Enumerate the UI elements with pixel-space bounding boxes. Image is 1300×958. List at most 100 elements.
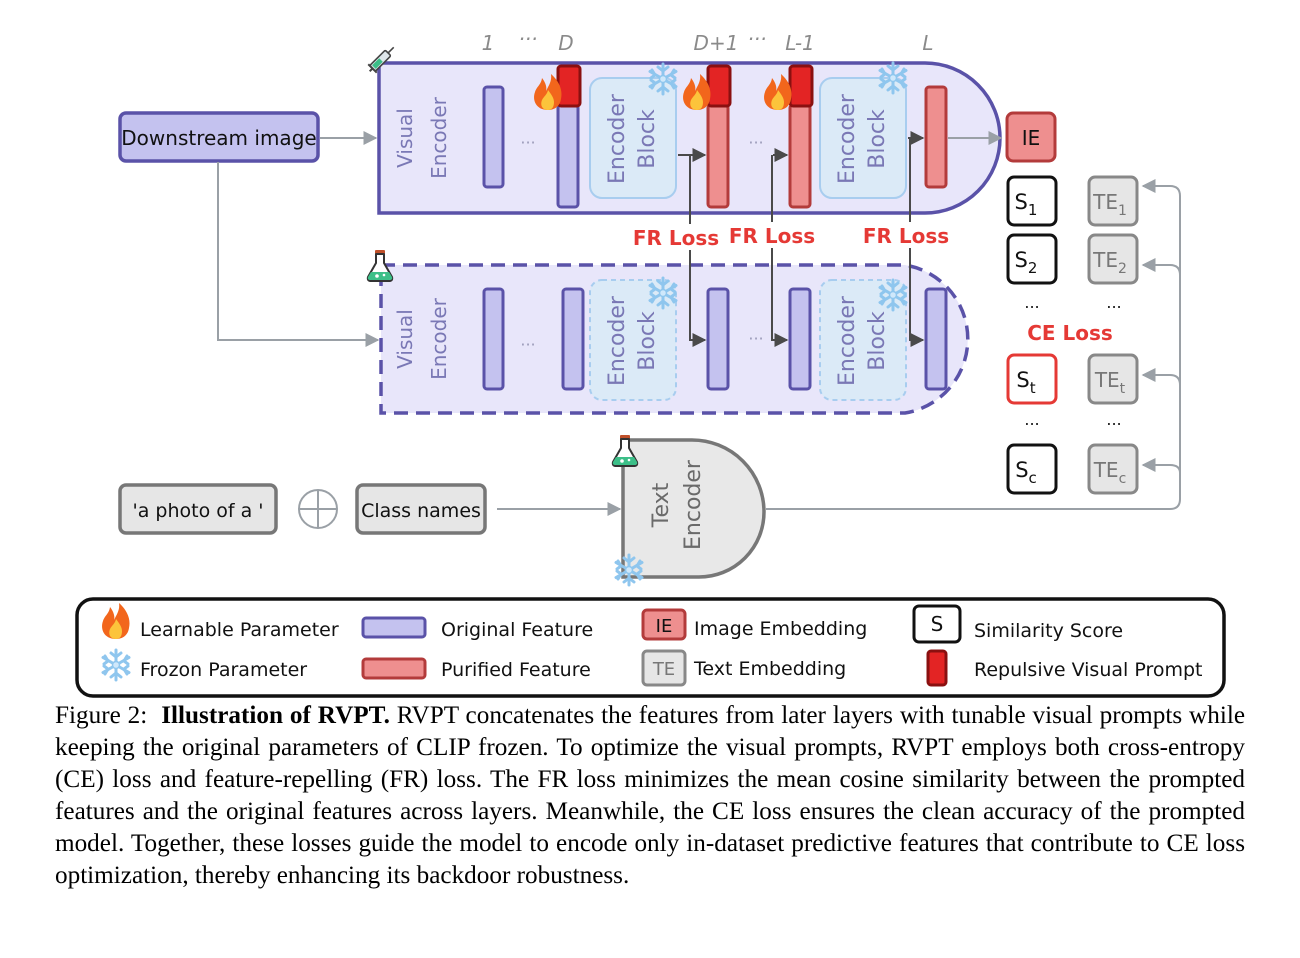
- original-feature-1: [482, 287, 505, 391]
- dots: ···: [748, 329, 763, 348]
- encoder-block-2: [819, 77, 907, 199]
- concat-icon: [298, 489, 338, 529]
- te-ellipsis: ...: [1106, 410, 1121, 429]
- score-s2: S2: [1015, 248, 1038, 277]
- te-box-2: [1087, 233, 1139, 285]
- legend-te: Text Embedding: [693, 658, 846, 680]
- legend-original: Original Feature: [441, 619, 593, 641]
- original-feature-1: [482, 85, 505, 189]
- score-ellipsis: ...: [1024, 293, 1039, 312]
- legend-te-swatch: [641, 649, 687, 687]
- te-2: TE2: [1092, 248, 1127, 277]
- index-dots-1: ···: [518, 27, 537, 51]
- encoder-block-line2: Block: [865, 109, 890, 169]
- legend-prompt: Repulsive Visual Prompt: [974, 659, 1203, 681]
- prompt-template-label: 'a photo of a ': [132, 500, 263, 522]
- encoder-block-2: [819, 279, 907, 401]
- image-embedding: IE: [1005, 111, 1057, 163]
- repulsive-prompt-D1: [706, 64, 732, 108]
- score-box-2: [1006, 233, 1058, 285]
- figure-caption: Figure 2: Illustration of RVPT. RVPT conc…: [55, 700, 1245, 892]
- text-encoder: Text Encoder: [611, 434, 766, 587]
- dots: ···: [520, 335, 535, 354]
- encoder-block-1: [589, 279, 677, 401]
- dots: ···: [748, 133, 763, 152]
- legend-original-swatch: [361, 616, 427, 639]
- index-dots-2: ···: [747, 27, 766, 51]
- score-box-1: [1006, 175, 1058, 227]
- legend-purified-swatch: [361, 657, 427, 680]
- encoder-block-line2: Block: [635, 311, 660, 371]
- encoder-block-line1: Encoder: [605, 295, 630, 386]
- downstream-image-label: Downstream image: [121, 126, 316, 150]
- fr-loss-labels: FR Loss FR Loss FR Loss: [632, 222, 949, 250]
- te-t: TEt: [1094, 368, 1126, 397]
- legend-ie: Image Embedding: [694, 618, 867, 640]
- legend-purified: Purified Feature: [441, 659, 591, 681]
- encoder-block-line1: Encoder: [605, 93, 630, 184]
- fr-loss-label: FR Loss: [729, 224, 815, 248]
- index-D: D: [558, 31, 573, 55]
- te-c: TEc: [1093, 458, 1127, 487]
- original-feature-D1: [706, 287, 730, 391]
- similarity-scores: S1 S2 ... CE Loss St ... Sc: [1006, 175, 1113, 495]
- index-L-minus-1: L-1: [785, 31, 815, 55]
- purified-feature-D1: [706, 103, 730, 209]
- rvpt-diagram: 1 ··· D D+1 ··· L-1 L Visual Encoder ···…: [75, 27, 1226, 698]
- legend-ie-swatch: [641, 608, 687, 641]
- score-box-c: [1006, 443, 1058, 495]
- legend-te-label: TE: [652, 659, 675, 680]
- caption-label: Figure 2:: [55, 702, 148, 729]
- legend-similarity: Similarity Score: [974, 620, 1123, 642]
- te-box-1: [1087, 175, 1139, 227]
- legend-ie-label: IE: [656, 616, 673, 637]
- score-st: St: [1016, 368, 1035, 397]
- encoder-block-line1: Encoder: [835, 295, 860, 386]
- visual-encoder-line2: Encoder: [427, 96, 451, 179]
- original-feature-D: [556, 103, 580, 209]
- index-1: 1: [482, 31, 495, 55]
- fr-loss-connectors: [689, 138, 925, 347]
- repulsive-prompt-L1: [788, 64, 814, 108]
- layer-indices: 1 ··· D D+1 ··· L-1 L: [482, 27, 934, 55]
- score-s1: S1: [1015, 190, 1038, 219]
- encoder-block-line2: Block: [635, 109, 660, 169]
- index-L: L: [922, 31, 933, 55]
- encoder-block-1: [589, 77, 677, 199]
- te-box-t: [1087, 353, 1139, 405]
- original-visual-encoder: Visual Encoder ··· Encoder Block ··· Enc…: [366, 249, 970, 415]
- text-encoder-line2: Encoder: [681, 459, 706, 550]
- caption-title: Illustration of RVPT.: [161, 702, 390, 729]
- visual-encoder-line1: Visual: [393, 108, 417, 168]
- original-feature-D: [561, 287, 585, 391]
- visual-encoder-line2: Encoder: [427, 297, 451, 380]
- text-encoder-line1: Text: [649, 482, 674, 528]
- purified-feature-L1: [788, 103, 812, 209]
- score-ellipsis: ...: [1024, 410, 1039, 429]
- legend-s-label: S: [931, 612, 944, 636]
- ie-label: IE: [1022, 126, 1041, 150]
- caption-body: RVPT concatenates the features from late…: [55, 702, 1246, 889]
- legend: Learnable Parameter Frozon Parameter Ori…: [75, 597, 1226, 698]
- legend-learnable: Learnable Parameter: [140, 619, 339, 641]
- score-box-t: [1006, 353, 1058, 405]
- ce-loss-label: CE Loss: [1027, 321, 1113, 345]
- fr-loss-label: FR Loss: [863, 224, 949, 248]
- input-connectors: [217, 131, 1181, 516]
- prompt-template-box: [118, 483, 278, 535]
- score-sc: Sc: [1015, 458, 1037, 487]
- dots: ···: [520, 133, 535, 152]
- legend-prompt-swatch: [926, 649, 948, 687]
- class-names-label: Class names: [361, 500, 481, 522]
- text-embeddings: TE1 TE2 ... TEt ... TEc: [1087, 175, 1139, 495]
- te-box-c: [1087, 443, 1139, 495]
- index-D-plus-1: D+1: [694, 31, 739, 55]
- text-input-row: 'a photo of a ' Class names: [118, 483, 487, 535]
- repulsive-prompt-D: [556, 64, 582, 108]
- encoder-block-line1: Encoder: [835, 93, 860, 184]
- te-ellipsis: ...: [1106, 293, 1121, 312]
- prompted-visual-encoder: Visual Encoder ··· Encoder Block ··· Enc…: [364, 42, 1002, 215]
- te-1: TE1: [1092, 190, 1127, 219]
- encoder-block-line2: Block: [865, 311, 890, 371]
- original-feature-L: [924, 287, 948, 391]
